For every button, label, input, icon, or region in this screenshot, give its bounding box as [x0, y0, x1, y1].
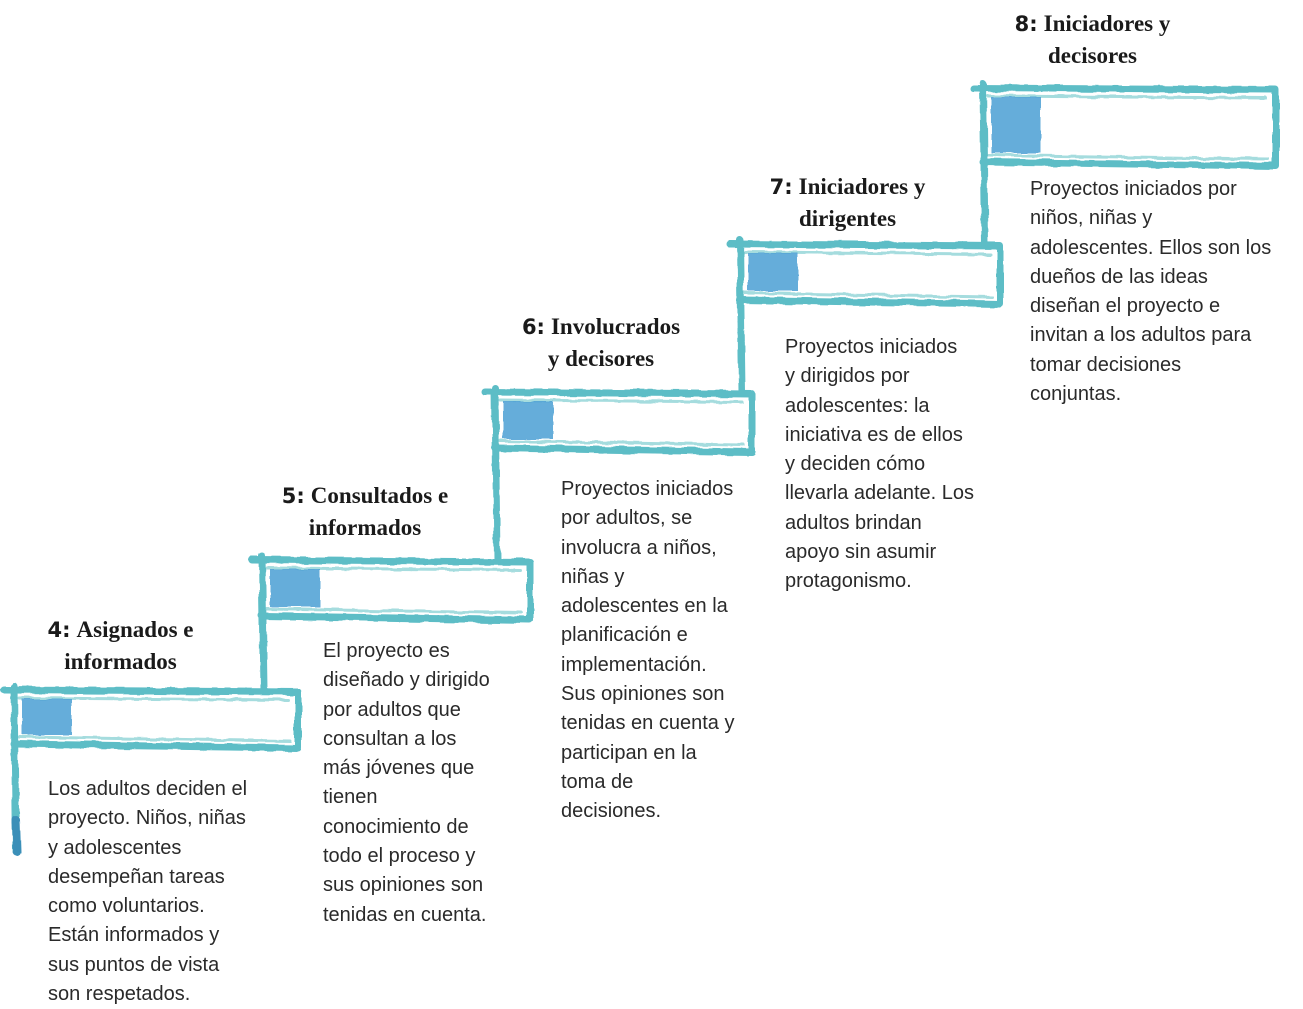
step-6-title-line1: Involucrados	[550, 314, 681, 339]
desc-line: niños, niñas y	[1030, 207, 1153, 230]
step-6-square	[503, 401, 553, 439]
step-5-tread	[248, 556, 534, 624]
desc-line: involucra a niños,	[561, 536, 717, 559]
step-4-tread	[0, 686, 302, 752]
step-8-square	[991, 97, 1041, 153]
desc-line: implementación.	[561, 653, 707, 676]
step-4-number: 4:	[47, 618, 71, 642]
step-4-description: Los adultos deciden el proyecto. Niños, …	[48, 775, 293, 1009]
step-7-title-line1: Iniciadores y	[798, 174, 926, 199]
desc-line: y dirigidos por	[785, 365, 910, 388]
desc-line: tenidas en cuenta y	[561, 712, 735, 735]
step-7-description: Proyectos iniciados y dirigidos por adol…	[785, 333, 1010, 597]
stair-base-drip	[12, 816, 21, 856]
step-6-riser	[491, 384, 501, 564]
desc-line: son respetados.	[48, 983, 191, 1006]
desc-line: toma de	[561, 770, 634, 793]
desc-line: apoyo sin asumir	[785, 541, 937, 564]
step-7-title: 7:Iniciadores y dirigentes	[735, 171, 960, 235]
desc-line: Proyectos iniciados	[561, 478, 734, 500]
step-6-description: Proyectos iniciados por adultos, se invo…	[561, 475, 776, 827]
desc-line: Sus opiniones son	[561, 683, 725, 706]
desc-line: niñas y	[561, 565, 625, 588]
step-7-tread-highlight	[743, 250, 994, 299]
desc-line: tomar decisiones	[1030, 353, 1182, 376]
desc-line: sus puntos de vista	[48, 953, 220, 976]
step-4-title-line1: Asignados e	[76, 617, 194, 642]
step-8-title-line1: Iniciadores y	[1043, 11, 1171, 36]
desc-line: y adolescentes	[48, 836, 182, 859]
desc-line: todo el proceso y	[323, 845, 476, 868]
desc-line: y deciden cómo	[785, 453, 926, 476]
desc-line: diseñado y dirigido	[323, 669, 490, 692]
desc-line: adultos brindan	[785, 511, 922, 534]
desc-line: llevarla adelante. Los	[785, 482, 975, 505]
desc-line: por adultos que	[323, 698, 461, 721]
step-4-title: 4:Asignados e informados	[18, 614, 223, 678]
desc-line: tenidas en cuenta.	[323, 903, 487, 926]
desc-line: Proyectos iniciados por	[1030, 178, 1237, 200]
desc-line: invitan a los adultos para	[1030, 324, 1252, 347]
step-7-square	[748, 253, 798, 291]
step-5-riser	[258, 552, 268, 694]
step-8-description: Proyectos iniciados por niños, niñas y a…	[1030, 175, 1302, 409]
step-7-riser	[736, 236, 746, 396]
step-8-title-line2: decisores	[1047, 43, 1137, 68]
step-7-tread	[726, 240, 1004, 308]
desc-line: decisiones.	[561, 800, 662, 823]
step-8-riser	[979, 80, 989, 248]
desc-line: conjuntas.	[1030, 383, 1122, 406]
desc-line: adolescentes en la	[561, 595, 728, 618]
step-5-number: 5:	[281, 484, 305, 508]
step-5-description: El proyecto es diseñado y dirigido por a…	[323, 637, 538, 930]
step-5-tread-highlight	[265, 566, 524, 615]
desc-line: dueños de las ideas	[1030, 265, 1208, 288]
step-4-tread-highlight	[17, 696, 292, 743]
step-8-tread-highlight	[986, 94, 1270, 161]
desc-line: adolescentes: la	[785, 394, 930, 417]
desc-line: adolescentes. Ellos son los	[1030, 236, 1272, 259]
desc-line: proyecto. Niños, niñas	[48, 807, 246, 830]
desc-line: conocimiento de	[323, 815, 469, 838]
desc-line: por adultos, se	[561, 507, 693, 530]
step-6-title-line2: y decisores	[547, 346, 655, 371]
step-6-number: 6:	[521, 315, 545, 339]
step-6-tread-highlight	[498, 398, 746, 447]
step-5-title: 5:Consultados e informados	[250, 480, 480, 544]
desc-line: Están informados y	[48, 924, 220, 947]
step-8-number: 8:	[1014, 12, 1038, 36]
desc-line: más jóvenes que	[323, 757, 475, 780]
step-7-number: 7:	[769, 175, 793, 199]
desc-line: diseñan el proyecto e	[1030, 295, 1221, 318]
step-7-title-line2: dirigentes	[798, 206, 897, 231]
desc-line: planificación e	[561, 624, 688, 647]
step-8-title: 8:Iniciadores y decisores	[980, 8, 1205, 72]
desc-line: tienen	[323, 786, 378, 809]
desc-line: como voluntarios.	[48, 895, 205, 918]
desc-line: sus opiniones son	[323, 874, 484, 897]
step-8-tread	[969, 84, 1280, 170]
step-5-title-line2: informados	[308, 515, 422, 540]
step-4-square	[22, 699, 72, 735]
step-5-square	[270, 569, 320, 607]
step-6-title: 6:Involucrados y decisores	[490, 311, 712, 375]
desc-line: iniciativa es de ellos	[785, 423, 963, 446]
desc-line: protagonismo.	[785, 570, 912, 593]
desc-line: desempeñan tareas	[48, 865, 225, 888]
step-6-tread	[481, 388, 756, 456]
step-5-title-line1: Consultados e	[310, 483, 449, 508]
desc-line: El proyecto es	[323, 640, 450, 662]
desc-line: consultan a los	[323, 727, 457, 750]
desc-line: participan en la	[561, 741, 697, 764]
desc-line: Proyectos iniciados	[785, 336, 958, 358]
step-4-title-line2: informados	[64, 649, 177, 674]
desc-line: Los adultos deciden el	[48, 778, 248, 800]
